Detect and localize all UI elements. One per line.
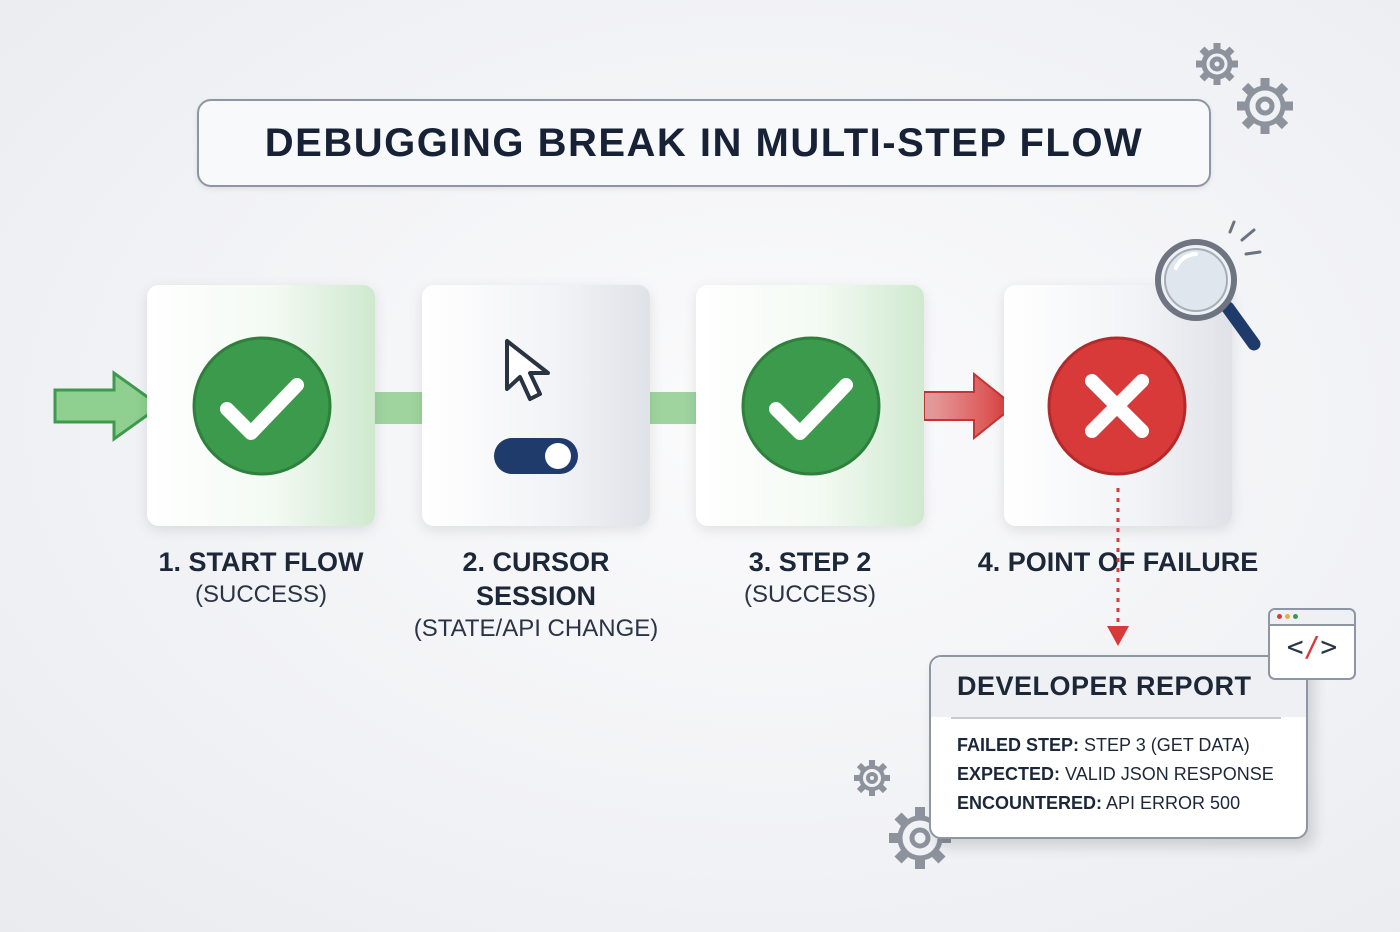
report-failed-step: FAILED STEP: STEP 3 (GET DATA) [957, 735, 1250, 756]
window-dot-green [1293, 614, 1298, 619]
step-2-status: (STATE/API CHANGE) [413, 615, 659, 642]
step-4-card [1004, 285, 1232, 526]
check-icon [741, 336, 881, 476]
failure-arrow [923, 371, 1016, 441]
report-encountered: ENCOUNTERED: API ERROR 500 [957, 793, 1240, 814]
report-expected: EXPECTED: VALID JSON RESPONSE [957, 764, 1274, 785]
page-title: DEBUGGING BREAK IN MULTI-STEP FLOW [264, 120, 1144, 165]
code-window-icon: </> [1268, 608, 1356, 680]
step-3-label: 3. STEP 2 [748, 547, 872, 577]
developer-report: DEVELOPER REPORT FAILED STEP: STEP 3 (GE… [929, 655, 1308, 839]
magnifier-icon [1155, 220, 1262, 351]
report-expected-key: EXPECTED: [957, 764, 1061, 784]
step-2-caption: 2. CURSOR SESSION (STATE/API CHANGE) [386, 545, 686, 645]
toggle-icon [494, 438, 578, 474]
step-3-card [696, 285, 924, 526]
report-failed-key: FAILED STEP: [957, 735, 1080, 755]
report-header [931, 657, 1306, 717]
connector-1-2 [374, 392, 424, 424]
code-symbol: </> [1286, 630, 1338, 663]
report-encountered-value: API ERROR 500 [1102, 793, 1241, 813]
gears-top-icon [1196, 43, 1293, 134]
step-3-status: (SUCCESS) [743, 581, 876, 608]
title-box: DEBUGGING BREAK IN MULTI-STEP FLOW [197, 99, 1211, 187]
window-dot-red [1277, 614, 1282, 619]
report-failed-value: STEP 3 (GET DATA) [1079, 735, 1250, 755]
step-2-card [422, 285, 650, 526]
step-2-label: 2. CURSOR [462, 547, 610, 577]
report-encountered-key: ENCOUNTERED: [957, 793, 1103, 813]
step-3-caption: 3. STEP 2 (SUCCESS) [671, 545, 949, 611]
entry-arrow [53, 370, 163, 442]
window-dot-yellow [1285, 614, 1290, 619]
report-divider [951, 717, 1281, 719]
step-1-card [147, 285, 375, 526]
step-1-caption: 1. START FLOW (SUCCESS) [122, 545, 400, 611]
report-expected-value: VALID JSON RESPONSE [1060, 764, 1274, 784]
failure-to-report-connector [1107, 488, 1129, 646]
connector-2-3 [648, 392, 698, 424]
x-icon [1047, 336, 1187, 476]
step-1-label: 1. START FLOW [158, 547, 364, 577]
code-window-titlebar [1270, 610, 1354, 626]
cursor-icon [505, 339, 550, 401]
check-icon [192, 336, 332, 476]
report-title: DEVELOPER REPORT [957, 671, 1252, 701]
step-1-status: (SUCCESS) [194, 581, 327, 608]
step-2-label-line2: SESSION [475, 581, 597, 611]
